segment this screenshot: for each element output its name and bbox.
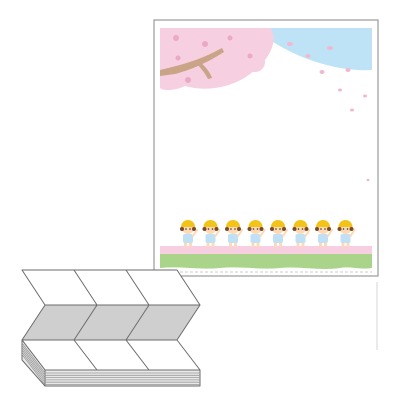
ground-pink-strip — [160, 246, 372, 254]
child-figure — [247, 220, 266, 247]
falling-petals — [287, 42, 370, 182]
perforation — [125, 339, 150, 371]
stack-side-line — [21, 345, 46, 376]
stack-sheet-lines — [21, 342, 200, 385]
perforation — [125, 269, 150, 306]
sky-background — [160, 28, 372, 71]
stack-side-line — [21, 349, 46, 381]
child-figure — [270, 220, 288, 247]
label-artwork — [160, 28, 372, 269]
child-figure — [315, 220, 333, 247]
perforation — [73, 269, 98, 306]
fanfold-label-stack — [21, 269, 201, 387]
ground-green-grass — [160, 254, 372, 269]
cherry-branch-twig — [195, 60, 212, 79]
children-row — [180, 220, 356, 247]
stack-top-sheet — [21, 339, 201, 371]
child-figure — [292, 220, 311, 247]
stack-side-line — [21, 354, 46, 385]
unfolded-top-sheet — [21, 269, 201, 306]
child-figure — [225, 220, 243, 247]
child-figure — [180, 220, 198, 247]
child-figure — [202, 220, 221, 247]
label-sheet — [153, 19, 379, 350]
blossom-cluster — [226, 34, 254, 62]
child-figure — [337, 220, 356, 247]
perforation — [73, 304, 98, 341]
cherry-branch — [160, 48, 224, 76]
perforation — [125, 304, 150, 341]
stack-side-line — [21, 347, 46, 378]
perforation — [73, 339, 98, 371]
blossom-flowers — [173, 35, 253, 83]
folded-grey-sheet — [21, 304, 201, 341]
stack-side-line — [21, 351, 46, 383]
stack-side-line — [21, 342, 46, 374]
